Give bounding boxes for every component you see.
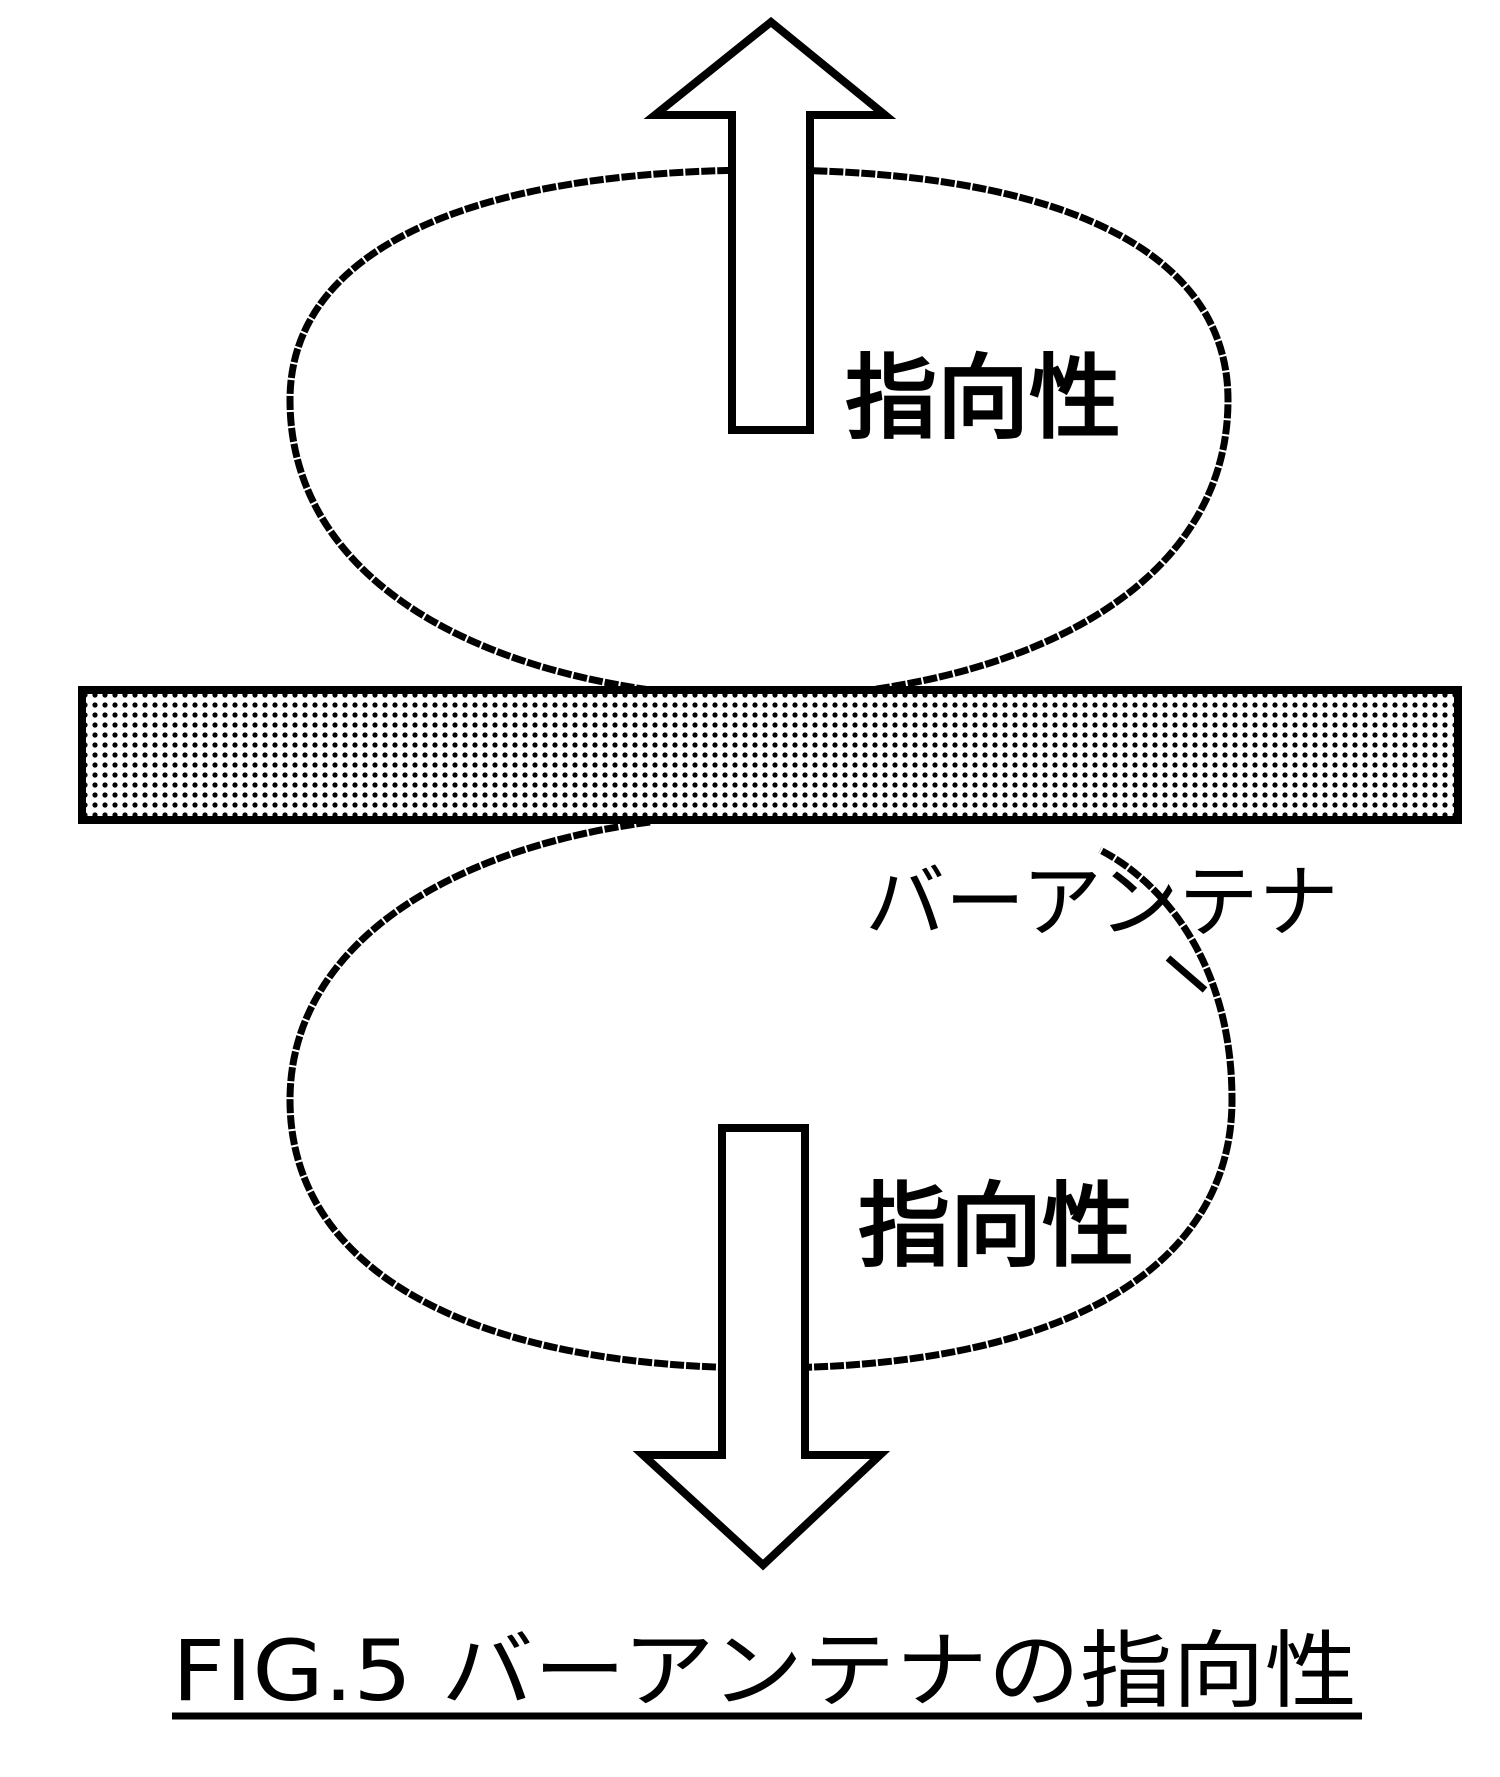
- figure-caption: FIG.5 バーアンテナの指向性: [172, 1622, 1357, 1720]
- bar-antenna-label: バーアンテナ: [865, 856, 1339, 949]
- downward-arrow: [632, 1124, 891, 1571]
- lower-directivity-label: 指向性: [858, 1173, 1134, 1280]
- lower-lobe-outline: [286, 818, 1236, 1372]
- upper-lobe-outline: [286, 166, 1232, 694]
- upper-directivity-label: 指向性: [845, 345, 1121, 452]
- upward-arrow: [643, 16, 897, 434]
- antenna-leader-line: [1165, 955, 1208, 993]
- bar-antenna: [78, 686, 1462, 824]
